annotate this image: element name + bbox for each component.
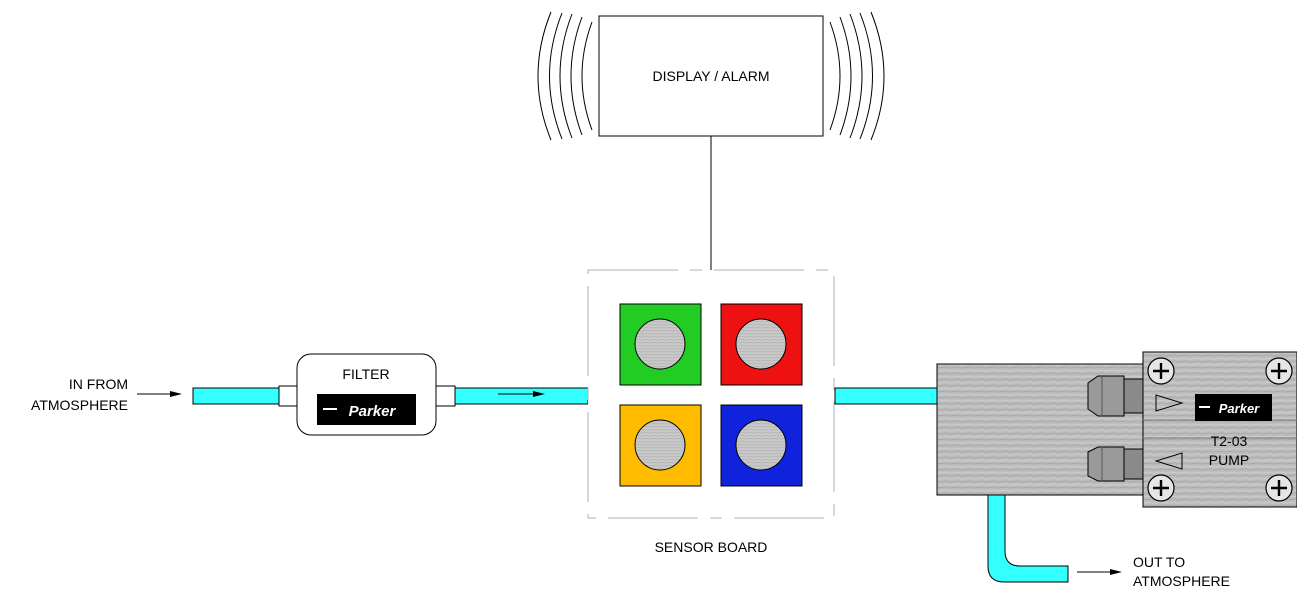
pump-inlet-fitting [1087,375,1144,417]
flow-arrow-icon [498,391,545,397]
parker-logo-icon: Parker [317,394,416,425]
outlet: OUT TO ATMOSPHERE [1077,554,1230,589]
sensor-disc [735,419,787,471]
screw-icon [1147,357,1175,385]
filter-label: FILTER [342,366,389,382]
inlet-label-line1: IN FROM [69,376,128,392]
alarm-sound-waves-icon [537,11,885,141]
filter-logo-text: Parker [349,403,397,420]
filter-inlet-fitting [278,385,299,407]
display-box [598,15,824,137]
display-label: DISPLAY / ALARM [653,68,770,84]
filter-outlet-fitting [435,385,456,407]
pump-in-direction-icon [1155,394,1184,412]
outlet-flow-arrow-icon [1077,569,1122,575]
tube-inlet-segment [192,387,280,405]
parker-logo-icon: Parker [1195,394,1272,421]
inlet: IN FROM ATMOSPHERE [31,376,182,413]
sensor-blue [720,404,803,487]
outlet-label-line1: OUT TO [1133,554,1185,570]
screw-icon [1147,474,1175,502]
sensor-board-label: SENSOR BOARD [655,539,768,555]
screw-icon [1265,357,1293,385]
pump-logo-text: Parker [1219,401,1260,416]
outlet-label-line2: ATMOSPHERE [1133,573,1230,589]
sensor-yellow [619,404,702,487]
pump: Parker T2-03 PUMP [936,351,1297,508]
pump-label: PUMP [1209,452,1249,468]
inlet-label-line2: ATMOSPHERE [31,397,128,413]
filter: FILTER Parker [278,353,456,436]
sensor-board: SENSOR BOARD [587,269,835,555]
display-alarm: DISPLAY / ALARM [537,11,885,270]
sensor-red [720,303,803,386]
sensor-green [619,303,702,386]
inlet-flow-arrow-icon [137,391,182,397]
pump-outlet-fitting [1087,446,1144,482]
pump-out-direction-icon [1154,452,1183,470]
sensor-disc [634,419,686,471]
tube-filter-to-sensor [454,387,589,405]
pump-model: T2-03 [1211,433,1248,449]
sensor-disc [634,318,686,370]
screw-icon [1265,474,1293,502]
sensor-disc [735,318,787,370]
